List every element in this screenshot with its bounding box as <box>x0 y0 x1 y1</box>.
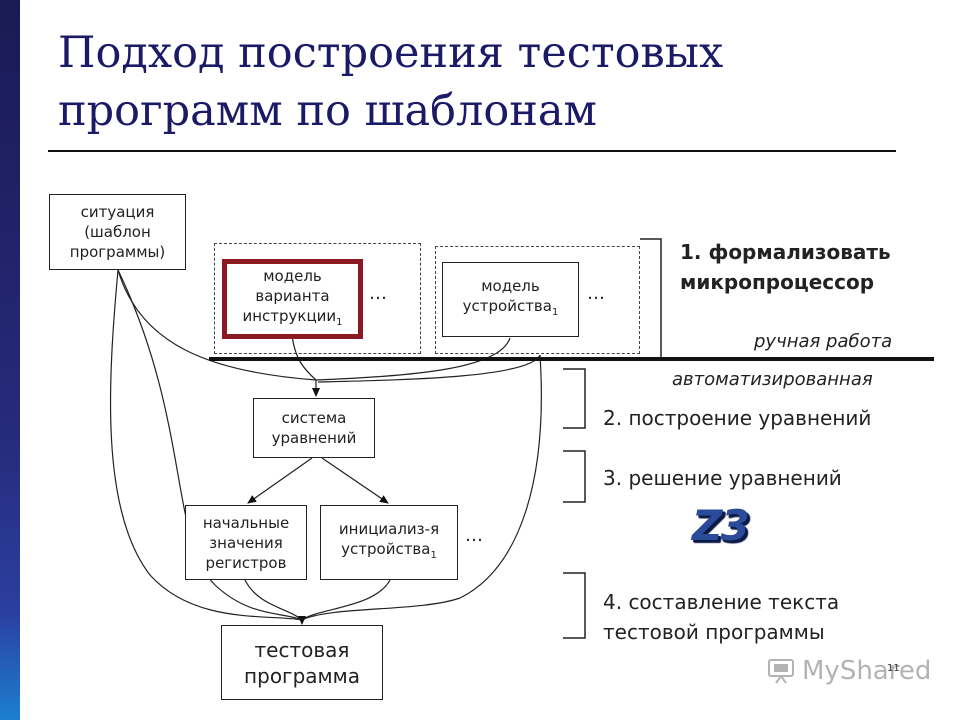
page-number: 11 <box>887 663 900 674</box>
bracket-step3 <box>563 450 586 503</box>
slide-title: Подход построения тестовых программ по ш… <box>58 24 918 140</box>
link-situation-program <box>109 269 303 621</box>
device-models-group <box>435 246 640 354</box>
title-line-2: программ по шаблонам <box>58 86 597 136</box>
arrow-equations-deviceinit <box>321 457 389 504</box>
link-device-equations <box>315 337 511 381</box>
bracket-step4 <box>563 572 586 639</box>
link-deviceinit-program <box>301 579 391 621</box>
situation-line-3: программы) <box>69 243 166 261</box>
manual-auto-divider <box>209 357 934 361</box>
manual-work-label: ручная работа <box>754 331 893 352</box>
device-model-subscript: 1 <box>551 307 559 318</box>
title-line-1: Подход построения тестовых <box>58 28 724 78</box>
step-4-line-2: тестовой программы <box>603 620 825 644</box>
device-models-ellipsis: … <box>587 283 605 304</box>
step-3-text: 3. решение уравнений <box>603 466 842 490</box>
registers-line-2: значения <box>209 533 283 552</box>
title-divider <box>48 150 896 152</box>
registers-line-3: регистров <box>205 553 287 572</box>
bracket-step2 <box>563 368 586 429</box>
z3-logo: Z3 <box>692 501 750 550</box>
step-2-text: 2. построение уравнений <box>603 406 872 430</box>
instruction-models-ellipsis: … <box>369 283 387 304</box>
arrow-equations-registers <box>247 457 313 504</box>
link-devicebox-equations <box>317 354 541 383</box>
step-1-text: 1. формализовать микропроцессор <box>680 237 891 297</box>
watermark: MyShared <box>766 656 931 686</box>
instr-model-subscript: 1 <box>336 316 343 328</box>
link-instr-equations <box>291 334 317 381</box>
link-registers-program <box>244 579 303 621</box>
equations-line-1: система <box>281 409 347 427</box>
step-4-line-1: 4. составление текста <box>603 590 840 614</box>
instr-model-line-3: инструкции <box>242 306 337 325</box>
situation-box: ситуация (шаблон программы) <box>49 194 186 270</box>
automated-label: автоматизированная <box>672 369 873 390</box>
device-init-subscript: 1 <box>430 550 437 561</box>
link-situation-equations <box>117 269 317 381</box>
device-init-box: инициализ-я устройства1 <box>320 505 458 580</box>
situation-line-2: (шаблон <box>84 223 151 241</box>
sidebar-bar <box>0 0 20 720</box>
equations-line-2: уравнений <box>271 429 357 447</box>
registers-line-1: начальные <box>202 513 290 532</box>
bracket-step1 <box>640 238 662 358</box>
device-model-line-1: модель <box>481 277 540 295</box>
test-program-line-2: программа <box>244 663 360 688</box>
equations-box: система уравнений <box>253 398 375 458</box>
device-init-line-1: инициализ-я <box>338 520 440 538</box>
device-model-line-2: устройства <box>462 297 552 315</box>
link-devicebox-program <box>301 354 542 621</box>
step-4-text: 4. составление текста тестовой программы <box>603 587 839 647</box>
watermark-text: MyShared <box>802 656 932 686</box>
instr-model-line-2: варианта <box>255 286 330 305</box>
test-program-box: тестовая программа <box>221 625 383 700</box>
situation-line-1: ситуация <box>80 203 155 221</box>
test-program-line-1: тестовая <box>254 637 350 662</box>
instruction-models-group <box>214 243 421 354</box>
step-1-line-1: 1. формализовать <box>680 240 891 264</box>
step-1-line-2: микропроцессор <box>680 270 875 294</box>
device-init-line-2: устройства <box>341 540 431 558</box>
instruction-model-box: модель варианта инструкции1 <box>222 259 363 339</box>
instr-model-line-1: модель <box>263 266 322 285</box>
projector-icon <box>768 659 794 684</box>
registers-box: начальные значения регистров <box>185 505 307 580</box>
device-model-box: модель устройства1 <box>442 262 579 337</box>
device-init-ellipsis: … <box>465 525 483 546</box>
